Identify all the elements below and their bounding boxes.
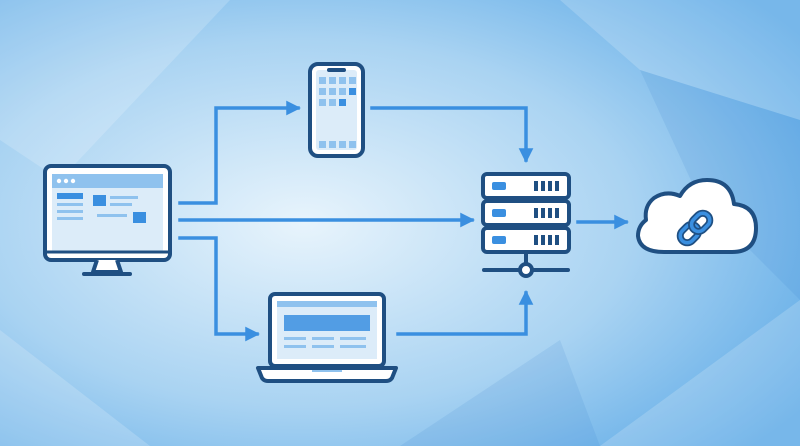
connector-phone-to-server bbox=[370, 106, 534, 163]
connector-desktop-to-laptop bbox=[178, 236, 260, 342]
laptop-icon bbox=[256, 292, 398, 383]
desktop-monitor-icon bbox=[43, 164, 172, 276]
connector-desktop-to-phone bbox=[178, 100, 301, 205]
connectors bbox=[178, 100, 629, 342]
smartphone-icon bbox=[308, 62, 365, 158]
cloud-link-icon bbox=[636, 178, 758, 254]
connector-laptop-to-server bbox=[396, 290, 534, 336]
server-rack-icon bbox=[481, 172, 571, 278]
